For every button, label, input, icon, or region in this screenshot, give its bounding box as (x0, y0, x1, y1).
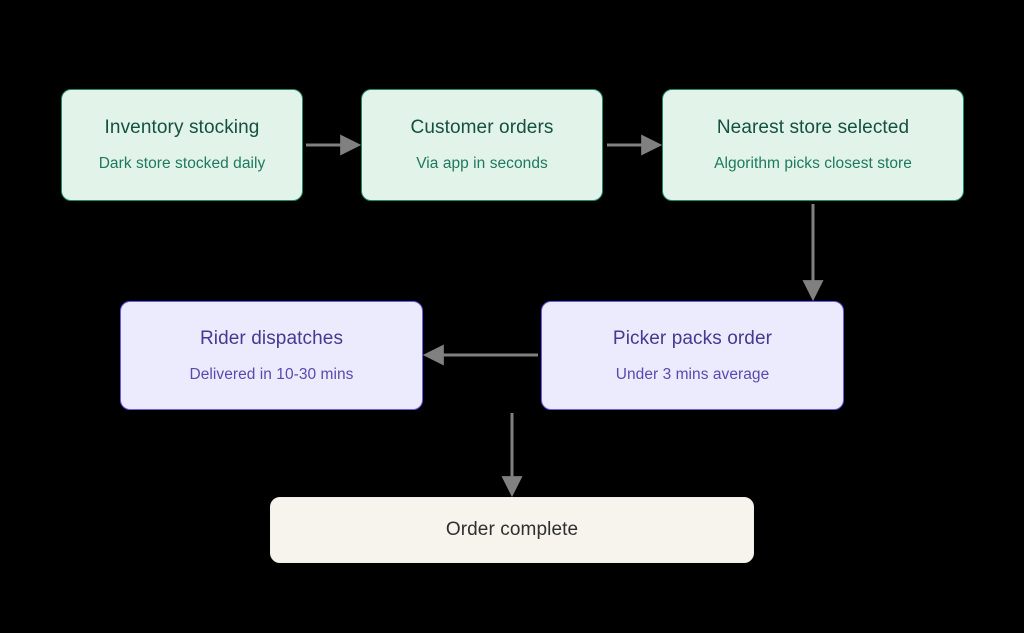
node-subtitle: Dark store stocked daily (98, 155, 266, 172)
node-subtitle: Algorithm picks closest store (714, 155, 912, 172)
node-subtitle: Via app in seconds (416, 155, 548, 172)
node-title: Rider dispatches (199, 327, 344, 349)
node-title: Customer orders (410, 117, 554, 138)
node-order-complete[interactable]: Order complete (270, 497, 754, 563)
node-title: Nearest store selected (716, 117, 910, 138)
node-picker-packs-order[interactable]: Picker packs order Under 3 mins average (541, 301, 844, 410)
node-title: Order complete (445, 519, 579, 540)
node-inventory-stocking[interactable]: Inventory stocking Dark store stocked da… (61, 89, 303, 201)
node-title: Inventory stocking (104, 117, 260, 138)
node-nearest-store-selected[interactable]: Nearest store selected Algorithm picks c… (662, 89, 964, 201)
node-title: Picker packs order (612, 327, 773, 349)
node-subtitle: Delivered in 10-30 mins (189, 365, 354, 383)
node-customer-orders[interactable]: Customer orders Via app in seconds (361, 89, 603, 201)
node-rider-dispatches[interactable]: Rider dispatches Delivered in 10-30 mins (120, 301, 423, 410)
node-subtitle: Under 3 mins average (615, 365, 770, 383)
